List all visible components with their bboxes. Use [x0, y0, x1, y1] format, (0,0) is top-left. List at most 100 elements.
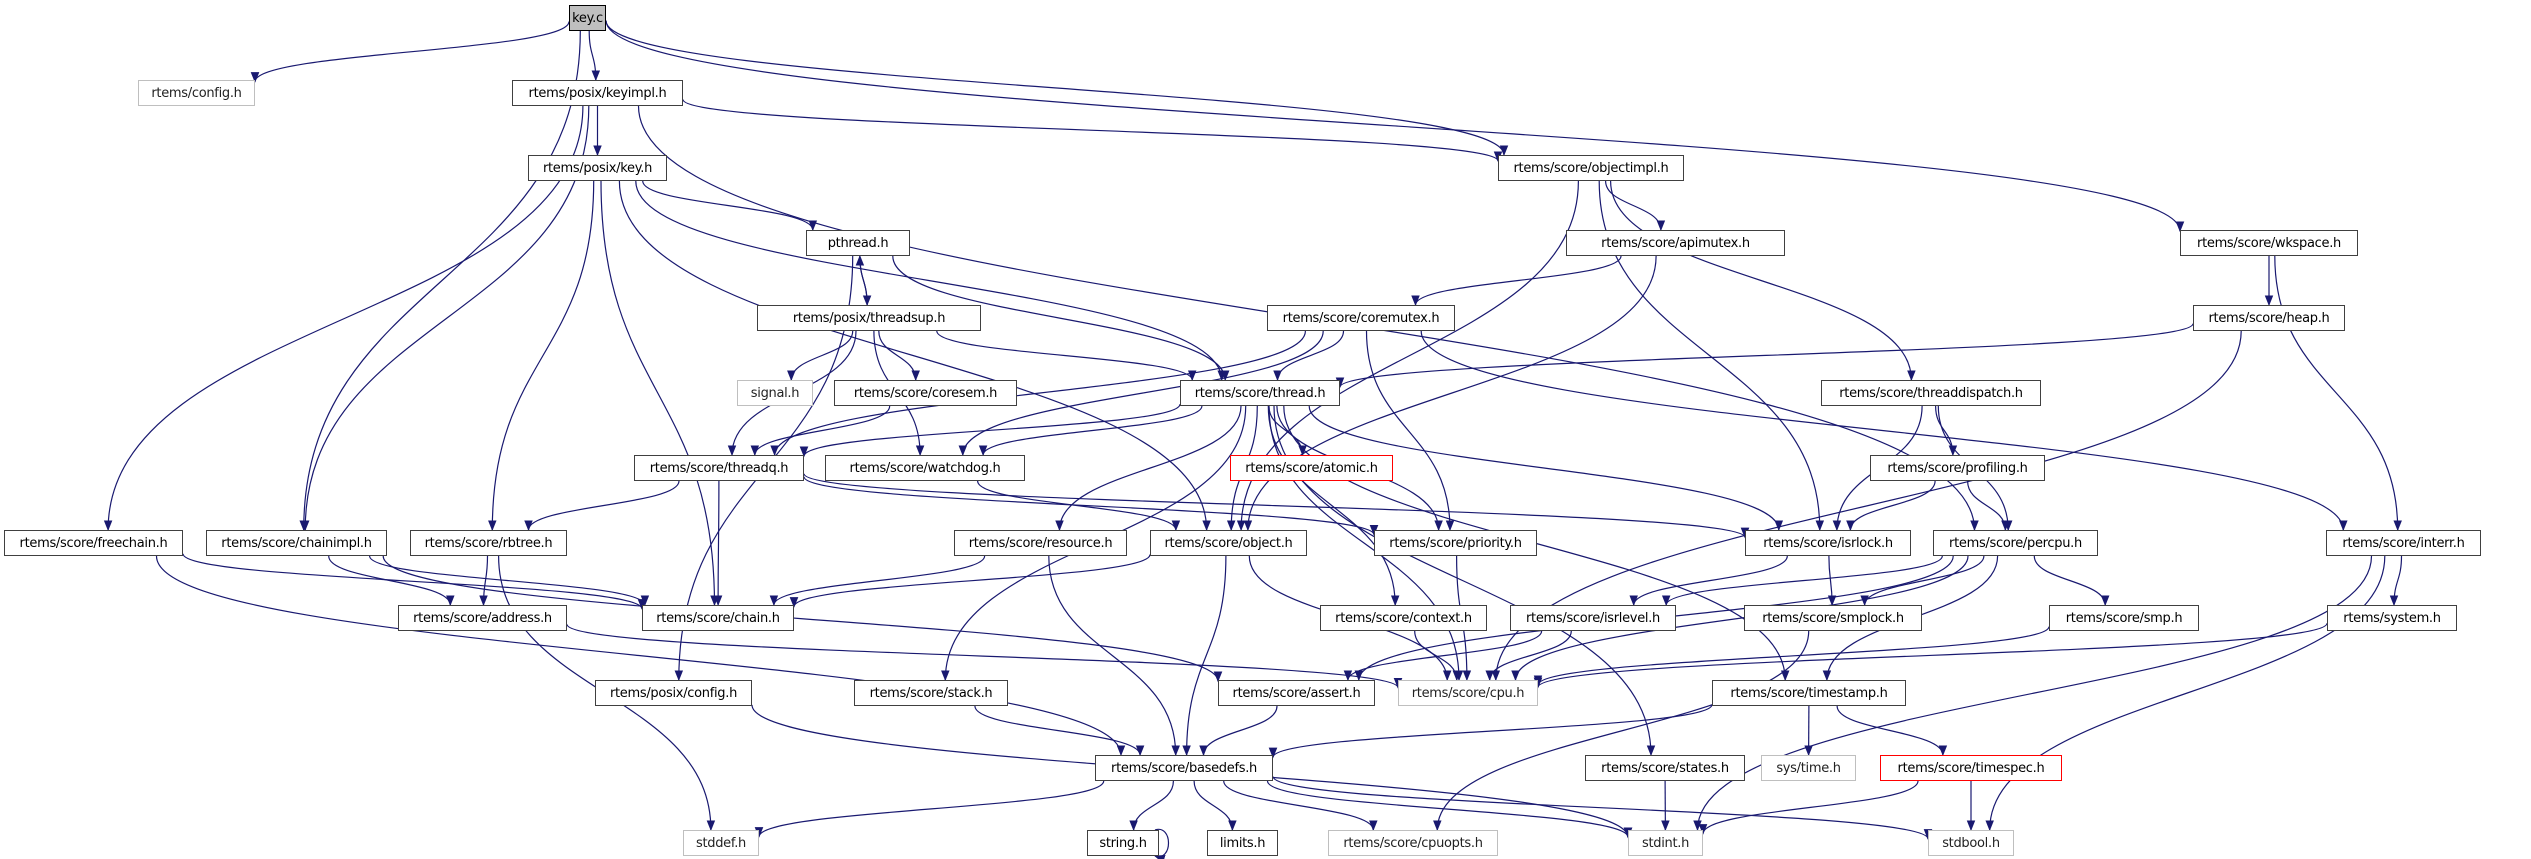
edge-key-h-to-thread-h — [635, 180, 1226, 382]
edge-rbtree-h-to-address-h — [479, 555, 489, 607]
node-smp-h[interactable]: rtems/score/smp.h — [2049, 605, 2199, 631]
node-stddef-h[interactable]: stddef.h — [683, 830, 759, 856]
edge-coremutex-h-to-priority-h — [1365, 330, 1455, 532]
node-profiling-h[interactable]: rtems/score/profiling.h — [1870, 455, 2045, 481]
node-resource-h[interactable]: rtems/score/resource.h — [954, 530, 1127, 556]
edge-heap-h-to-thread-h — [1335, 323, 2194, 389]
edge-percpu-h-to-isrlevel-h — [1661, 555, 1943, 607]
node-context-h[interactable]: rtems/score/context.h — [1320, 605, 1487, 631]
edge-threadq-h-to-chain-h — [713, 480, 723, 607]
node-timespec-h[interactable]: rtems/score/timespec.h — [1880, 755, 2062, 781]
node-signal-h[interactable]: signal.h — [737, 380, 813, 406]
edge-pthread-h-to-thread-h — [892, 255, 1230, 382]
node-smplock-h[interactable]: rtems/score/smplock.h — [1744, 605, 1922, 631]
node-states-h[interactable]: rtems/score/states.h — [1585, 755, 1745, 781]
edge-isrlevel-h-to-assert-h — [1343, 630, 1543, 682]
edge-assert-h-to-basedefs-h — [1199, 705, 1278, 757]
node-chainimpl-h[interactable]: rtems/score/chainimpl.h — [206, 530, 387, 556]
node-coremutex-h[interactable]: rtems/score/coremutex.h — [1267, 305, 1455, 331]
node-watchdog-h[interactable]: rtems/score/watchdog.h — [825, 455, 1025, 481]
node-heap-h[interactable]: rtems/score/heap.h — [2193, 305, 2345, 331]
edge-threadq-h-to-rbtree-h — [524, 480, 680, 532]
node-key-c[interactable]: key.c — [569, 5, 606, 31]
edge-thread-h-to-isrlock-h — [1308, 405, 1784, 532]
edge-watchdog-h-to-object-h — [977, 480, 1181, 532]
edge-percpu-h-to-cpu-h — [1511, 555, 1969, 682]
node-address-h[interactable]: rtems/score/address.h — [398, 605, 567, 631]
node-object-h[interactable]: rtems/score/object.h — [1150, 530, 1307, 556]
edge-threadq-h-to-priority-h — [803, 476, 1379, 536]
edge-objectimpl-h-to-threaddispatch-h — [1610, 180, 1916, 382]
node-timestamp-h[interactable]: rtems/score/timestamp.h — [1712, 680, 1906, 706]
edge-resource-h-to-basedefs-h — [1048, 555, 1181, 757]
node-threaddispatch-h[interactable]: rtems/score/threaddispatch.h — [1821, 380, 2041, 406]
edge-key-c-to-config-h — [250, 21, 570, 83]
node-thread-h[interactable]: rtems/score/thread.h — [1180, 380, 1340, 406]
edge-threadq-h-to-isrlock-h — [803, 473, 1750, 539]
edge-isrlock-h-to-smplock-h — [1827, 555, 1837, 607]
edge-timestamp-h-to-basedefs-h — [1268, 704, 1713, 759]
node-config-h[interactable]: rtems/config.h — [138, 80, 255, 106]
node-cpuopts-h[interactable]: rtems/score/cpuopts.h — [1328, 830, 1498, 856]
edge-percpu-h-to-smplock-h — [1860, 555, 1985, 607]
node-chain-h[interactable]: rtems/score/chain.h — [642, 605, 794, 631]
edge-resource-h-to-chain-h — [769, 555, 986, 607]
node-freechain-h[interactable]: rtems/score/freechain.h — [4, 530, 183, 556]
node-key-h[interactable]: rtems/posix/key.h — [528, 155, 667, 181]
node-wkspace-h[interactable]: rtems/score/wkspace.h — [2180, 230, 2358, 256]
node-threadsup-h[interactable]: rtems/posix/threadsup.h — [757, 305, 981, 331]
node-pthread-h[interactable]: pthread.h — [806, 230, 910, 256]
edge-key-h-to-rbtree-h — [487, 180, 595, 532]
edge-wkspace-h-to-interr-h — [2274, 255, 2403, 532]
node-priority-h[interactable]: rtems/score/priority.h — [1374, 530, 1537, 556]
node-stdint-h[interactable]: stdint.h — [1628, 830, 1703, 856]
node-string-h[interactable]: string.h — [1087, 830, 1159, 856]
node-coresem-h[interactable]: rtems/score/coresem.h — [834, 380, 1017, 406]
node-assert-h[interactable]: rtems/score/assert.h — [1218, 680, 1375, 706]
node-basedefs-h[interactable]: rtems/score/basedefs.h — [1095, 755, 1273, 781]
edge-isrlevel-h-to-cpu-h — [1485, 630, 1572, 682]
node-systime-h[interactable]: sys/time.h — [1761, 755, 1856, 781]
node-limits-h[interactable]: limits.h — [1207, 830, 1278, 856]
edge-key-c-to-chainimpl-h — [299, 30, 581, 532]
edge-profiling-h-to-percpu-h — [1967, 480, 2010, 532]
node-stack-h[interactable]: rtems/score/stack.h — [854, 680, 1008, 706]
edge-keyimpl-h-to-chainimpl-h — [300, 105, 590, 532]
node-apimutex-h[interactable]: rtems/score/apimutex.h — [1566, 230, 1785, 256]
node-stdbool-h[interactable]: stdbool.h — [1928, 830, 2014, 856]
node-rbtree-h[interactable]: rtems/score/rbtree.h — [410, 530, 567, 556]
edge-chainimpl-h-to-chain-h — [369, 555, 650, 607]
node-cpu-h[interactable]: rtems/score/cpu.h — [1398, 680, 1538, 706]
edge-basedefs-h-to-stddef-h — [754, 780, 1105, 838]
edge-coremutex-h-to-watchdog-h — [958, 330, 1324, 457]
edge-percpu-h-to-smp-h — [2033, 555, 2110, 607]
node-threadq-h[interactable]: rtems/score/threadq.h — [634, 455, 804, 481]
edge-coremutex-h-to-thread-h — [1273, 330, 1345, 382]
edge-apimutex-h-to-coremutex-h — [1411, 255, 1622, 307]
edge-timespec-h-to-stdint-h — [1698, 780, 1919, 835]
node-isrlevel-h[interactable]: rtems/score/isrlevel.h — [1510, 605, 1676, 631]
edge-key-h-to-pthread-h — [642, 180, 818, 232]
node-percpu-h[interactable]: rtems/score/percpu.h — [1933, 530, 2098, 556]
edge-chainimpl-h-to-address-h — [328, 555, 455, 607]
node-objectimpl-h[interactable]: rtems/score/objectimpl.h — [1498, 155, 1684, 181]
node-system-h[interactable]: rtems/system.h — [2327, 605, 2457, 631]
edge-context-h-to-cpu-h — [1414, 630, 1462, 682]
edge-keyimpl-h-to-freechain-h — [103, 105, 584, 532]
node-isrlock-h[interactable]: rtems/score/isrlock.h — [1745, 530, 1911, 556]
edge-threadsup-h-to-thread-h — [936, 330, 1197, 382]
edge-threaddispatch-h-to-profiling-h — [1935, 405, 1958, 457]
edge-interr-h-to-system-h — [2389, 555, 2403, 607]
edge-coremutex-h-to-interr-h — [1420, 330, 2348, 532]
edge-keyimpl-h-to-objectimpl-h — [682, 98, 1503, 163]
node-posix-config-h[interactable]: rtems/posix/config.h — [595, 680, 752, 706]
node-interr-h[interactable]: rtems/score/interr.h — [2326, 530, 2481, 556]
node-keyimpl-h[interactable]: rtems/posix/keyimpl.h — [512, 80, 683, 106]
edge-thread-h-to-threadq-h — [799, 403, 1181, 458]
node-atomic-h[interactable]: rtems/score/atomic.h — [1230, 455, 1393, 481]
edge-basedefs-h-to-stdint-h — [1266, 780, 1633, 839]
edge-objectimpl-h-to-apimutex-h — [1605, 180, 1666, 232]
edge-key-c-to-keyimpl-h — [588, 30, 601, 82]
edge-object-h-to-basedefs-h — [1182, 555, 1227, 757]
edge-freechain-h-to-chain-h — [182, 553, 647, 610]
